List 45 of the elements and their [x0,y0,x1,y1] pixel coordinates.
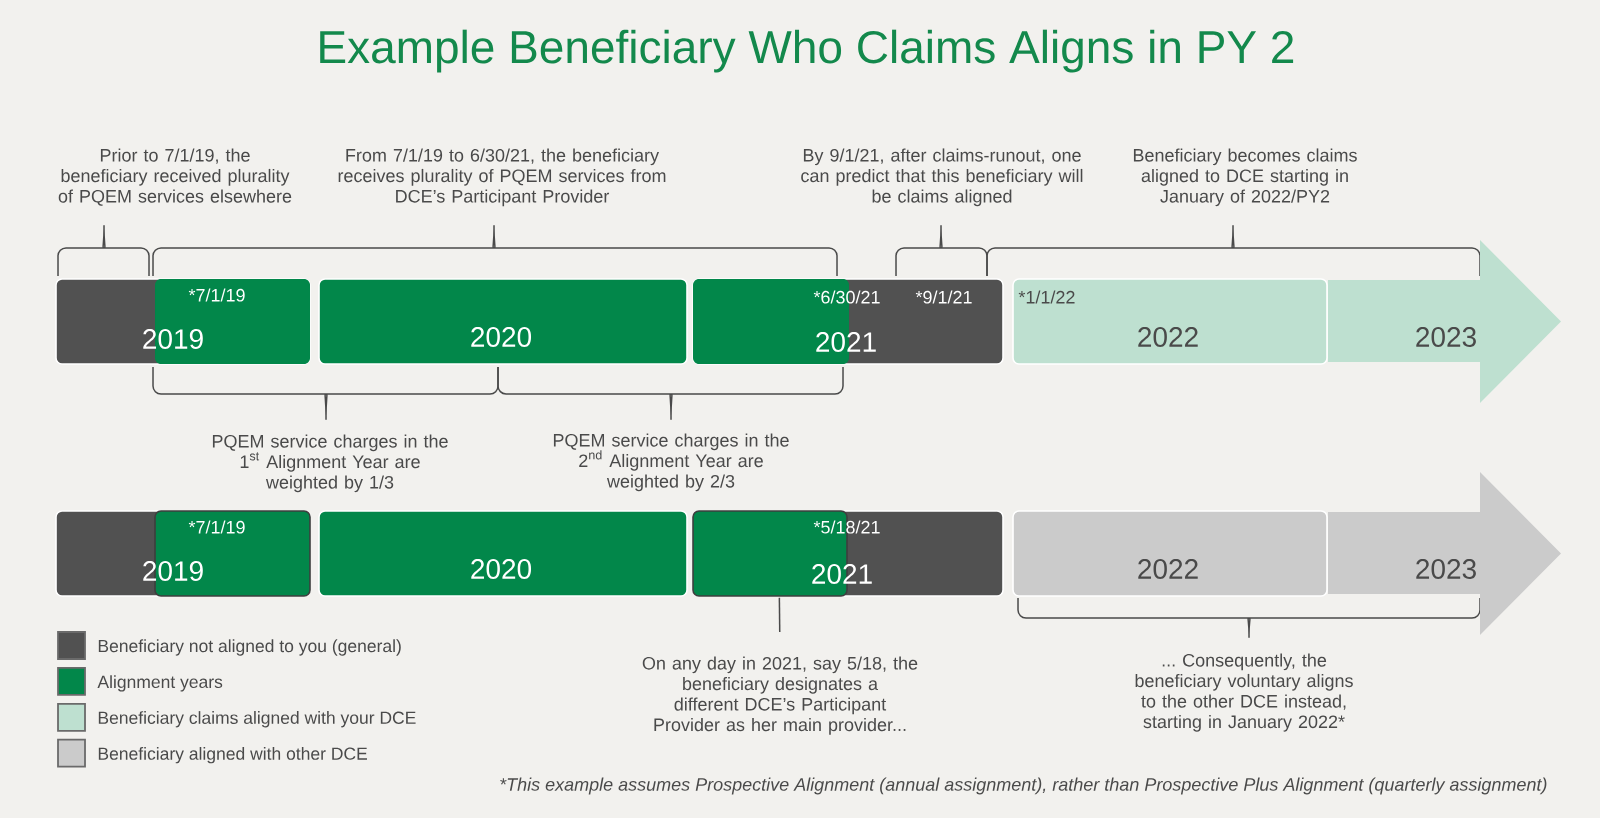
footnote: *This example assumes Prospective Alignment (annual assignment), rather than Prospective Plus Alignment (quarterly assignment) [500,777,1547,795]
annotation-text: Beneficiary becomes claims aligned to DCE starting in January of 2022/PY2 [1133,148,1357,207]
annotation-text: From 7/1/19 to 6/30/21, the beneficiary receives plurality of PQEM services from DCE’s Participant Provider [338,148,666,207]
date-label: *6/30/21 [813,290,880,304]
date-label: *7/1/19 [188,288,245,302]
year-label: 2021 [812,564,872,584]
annotation-text: PQEM service charges in the 2$^{nd}$ Alignment Year are weighted by 2/3 [553,433,789,492]
legend-label: Alignment years [97,675,223,692]
year-label: 2019 [143,561,203,581]
date-label: *9/1/21 [915,290,972,304]
year-bar [318,278,688,365]
year-label: 2020 [471,559,532,579]
annotation-text: On any day in 2021, say 5/18, the beneficiary designates a different DCE’s Participant Provider as her main provider... [642,656,918,735]
year-label: 2022 [1138,559,1198,579]
legend-label: Beneficiary aligned with other DCE [98,747,367,764]
year-label: 2020 [471,327,532,347]
leader-line [778,597,781,633]
annotation-text: PQEM service charges in the 1$^{st}$ Alignment Year are weighted by 1/3 [212,434,448,493]
year-label: 2023 [1416,559,1476,579]
timeline-arrow [1328,240,1561,403]
legend-label: Beneficiary not aligned to you (general) [98,639,401,656]
date-label: *1/1/22 [1018,290,1075,304]
timeline-arrow [1328,472,1561,635]
highlight-bar [692,510,880,597]
year-bar [55,278,311,365]
year-bar [318,510,688,597]
title: Example Beneficiary Who Claims Aligns in PY 2 [320,29,1294,73]
highlight-bar [143,510,311,597]
highlight-bar [693,279,880,364]
year-bar [1012,510,1328,597]
legend-label: Beneficiary claims aligned with your DCE [98,711,416,728]
year-bar [1012,278,1328,365]
year-bar [692,278,1004,365]
year-bar [55,510,311,597]
date-label: *7/1/19 [188,520,245,534]
year-bar [692,510,1004,597]
annotation-text: Prior to 7/1/19, the beneficiary received plurality of PQEM services elsewhere [58,148,292,206]
year-label: 2019 [143,329,203,349]
annotation-text: ... Consequently, the beneficiary voluntary aligns to the other DCE instead, starting in January 2022* [1135,653,1353,732]
highlight-bar [143,279,310,364]
year-label: 2022 [1138,327,1198,347]
year-label: 2023 [1416,327,1476,347]
year-label: 2021 [816,332,876,352]
date-label: *5/18/21 [813,520,880,534]
annotation-text: By 9/1/21, after claims-runout, one can predict that this beneficiary will be claims aligned [801,148,1083,207]
